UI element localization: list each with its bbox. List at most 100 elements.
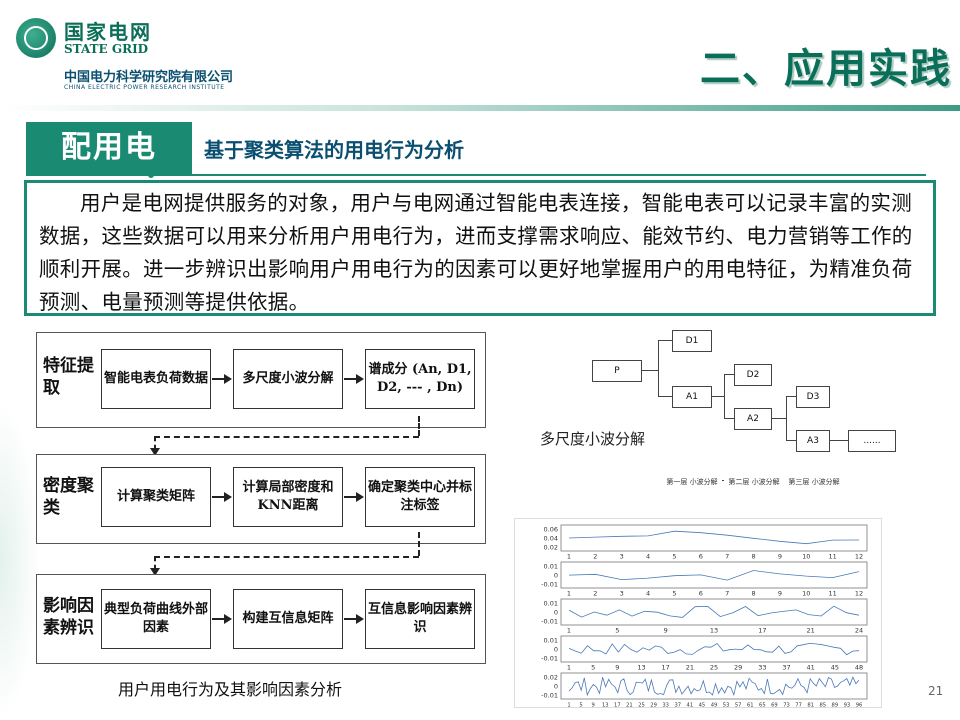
intro-box: 用户是电网提供服务的对象，用户与电网通过智能电表连接，智能电表可以记录丰富的实测…	[24, 180, 936, 316]
institute-name-cn: 中国电力科学研究院有限公司	[64, 70, 234, 85]
plot-xtick: 33	[662, 703, 669, 708]
plot-xtick: 3	[620, 590, 624, 598]
plot-xtick: 3	[620, 553, 624, 561]
plot-xtick: 4	[646, 553, 650, 561]
connector	[154, 556, 419, 558]
plot-xtick: 45	[831, 664, 839, 672]
plot-xtick: 53	[723, 703, 730, 708]
plot-ytick: 0	[554, 646, 558, 654]
brand-name-en: STATE GRID	[64, 42, 149, 56]
stage-label: 密度聚类	[43, 476, 94, 518]
plot-xtick: 1	[567, 553, 571, 561]
plot-xtick: 17	[758, 627, 766, 635]
plot-ytick: 0.02	[544, 544, 558, 552]
flow-box: 构建互信息矩阵	[233, 589, 343, 649]
flow-box: 智能电表负荷数据	[101, 349, 211, 409]
plot-series-line	[568, 676, 860, 697]
intro-paragraph: 用户是电网提供服务的对象，用户与电网通过智能电表连接，智能电表可以记录丰富的实测…	[39, 191, 913, 314]
plot-ytick: 0.06	[544, 526, 558, 534]
plot-xtick: 10	[802, 590, 810, 598]
plot-xtick: 11	[828, 590, 836, 598]
plot-xtick: 5	[672, 590, 676, 598]
plot-xtick: 37	[782, 664, 790, 672]
plot-ytick: -0.01	[541, 692, 558, 700]
tree-node-a1: A1	[672, 386, 712, 408]
connector	[418, 416, 420, 436]
plot-xtick: 13	[710, 627, 718, 635]
plot-xtick: 9	[778, 590, 782, 598]
tab-underline	[26, 174, 926, 176]
plot-xtick: 7	[725, 590, 729, 598]
connector	[154, 436, 156, 450]
tree-node-p: P	[592, 360, 642, 382]
plot-xtick: 9	[592, 703, 595, 708]
level-label: 第二层 小波分解	[724, 478, 784, 487]
stage-factor-identification: 影响因素辨识 典型负荷曲线外部因素 构建互信息矩阵 互信息影响因素辨识	[36, 574, 486, 664]
plot-xtick: 2	[593, 590, 597, 598]
flow-arrow	[344, 614, 364, 624]
tab-marker	[148, 172, 154, 178]
plot-xtick: 29	[734, 664, 742, 672]
plot-frame	[560, 598, 868, 626]
state-grid-logo-icon	[16, 18, 56, 58]
stage-feature-extraction: 特征提取 智能电表负荷数据 多尺度小波分解 谱成分 (An, D1, D2, -…	[36, 332, 486, 428]
plot-xtick: 1	[567, 703, 570, 708]
plot-xtick: 81	[807, 703, 814, 708]
plot-frame	[560, 672, 868, 700]
plot-ytick: 0.01	[544, 600, 558, 608]
plot-xtick: 5	[672, 553, 676, 561]
plot-xtick: 89	[832, 703, 839, 708]
plot-ytick: 0.01	[544, 563, 558, 571]
plot-xtick: 11	[828, 553, 836, 561]
plot-ytick: 0	[554, 572, 558, 580]
tree-node-a3: A3	[796, 430, 830, 452]
plot-series-line	[568, 570, 860, 581]
plot-xtick: 69	[771, 703, 778, 708]
plot-xtick: 25	[638, 703, 645, 708]
plot-xtick: 57	[735, 703, 742, 708]
plot-xtick: 37	[674, 703, 681, 708]
flow-box: 多尺度小波分解	[233, 349, 343, 409]
plot-series-line	[568, 605, 860, 618]
plot-ytick: 0	[554, 609, 558, 617]
brand-name-cn: 国家电网	[64, 20, 152, 44]
background-glow	[0, 400, 40, 720]
tree-node-a2: A2	[734, 408, 772, 430]
plot-xtick: 5	[591, 664, 595, 672]
tree-caption: 多尺度小波分解	[540, 430, 646, 448]
flow-box: 确定聚类中心并标注标签	[365, 467, 475, 527]
plot-xtick: 21	[626, 703, 633, 708]
plot-xtick: 12	[855, 590, 863, 598]
plot-xtick: 13	[602, 703, 609, 708]
flow-caption: 用户用电行为及其影响因素分析	[118, 680, 343, 699]
plot-xtick: 96	[856, 703, 863, 708]
stage-density-clustering: 密度聚类 计算聚类矩阵 计算局部密度和KNN距离 确定聚类中心并标注标签	[36, 454, 486, 544]
flow-box: 计算聚类矩阵	[101, 467, 211, 527]
plot-xtick: 24	[855, 627, 863, 635]
plot-ytick: 0.01	[544, 637, 558, 645]
plot-xtick: 21	[686, 664, 694, 672]
tree-node-more: ......	[848, 430, 896, 452]
plot-xtick: 6	[699, 553, 703, 561]
tree-node-d1: D1	[672, 330, 712, 352]
header-divider	[0, 105, 960, 111]
plot-series-line	[568, 530, 860, 545]
topic-title: 基于聚类算法的用电行为分析	[204, 138, 464, 162]
flow-box: 互信息影响因素辨识	[365, 589, 475, 649]
plot-ytick: -0.01	[541, 655, 558, 663]
plot-ytick: 0	[554, 683, 558, 691]
flow-arrow	[212, 492, 232, 502]
plot-xtick: 13	[637, 664, 645, 672]
plot-xtick: 93	[844, 703, 851, 708]
institute-name-en: CHINA ELECTRIC POWER RESEARCH INSTITUTE	[64, 84, 225, 91]
plot-xtick: 10	[802, 553, 810, 561]
plot-xtick: 9	[615, 664, 619, 672]
plot-xtick: 17	[614, 703, 621, 708]
connector	[154, 436, 419, 438]
plot-xtick: 41	[807, 664, 815, 672]
plot-xtick: 61	[747, 703, 754, 708]
plot-ytick: -0.01	[541, 618, 558, 626]
plot-ytick: -0.01	[541, 581, 558, 589]
plot-xtick: 4	[646, 590, 650, 598]
